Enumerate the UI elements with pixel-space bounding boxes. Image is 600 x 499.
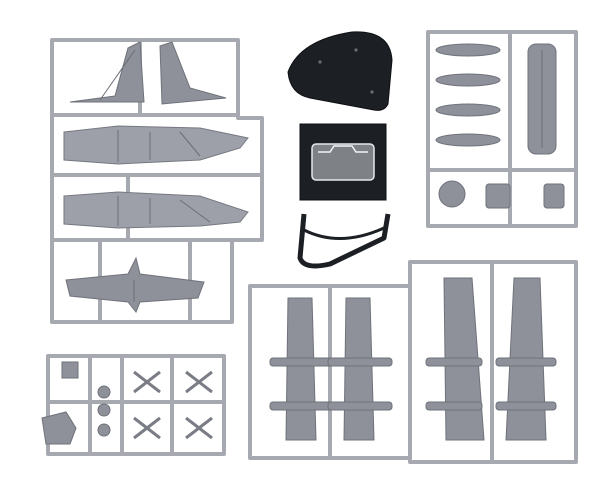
stand-support-arm bbox=[297, 213, 391, 269]
stand-support bbox=[297, 213, 391, 269]
outer-wing-panel-right bbox=[343, 297, 375, 441]
small-block-part bbox=[485, 183, 511, 209]
fuselage-bottom-panel-lines bbox=[117, 196, 211, 226]
small-round-part bbox=[438, 180, 466, 208]
small-part bbox=[61, 361, 79, 379]
wheel bbox=[97, 403, 111, 417]
stand-hole bbox=[354, 48, 358, 52]
sprue-d bbox=[248, 284, 412, 460]
display-base bbox=[287, 31, 393, 111]
sprue-c bbox=[41, 354, 226, 456]
wing-pylon bbox=[425, 401, 483, 411]
stand-hole bbox=[370, 90, 374, 94]
drop-tank bbox=[435, 73, 501, 87]
wing-pylon bbox=[425, 357, 483, 367]
wheel bbox=[97, 385, 111, 399]
nose-part bbox=[41, 411, 77, 445]
wing-pylon bbox=[269, 401, 335, 411]
vertical-fin-left bbox=[69, 41, 145, 103]
fin-panel-line bbox=[99, 49, 136, 101]
stand-support-brace bbox=[303, 226, 385, 240]
drop-tank bbox=[435, 43, 501, 57]
sprue-a-frame bbox=[50, 38, 264, 324]
fuselage-half-bottom bbox=[63, 191, 249, 229]
landing-gear-struts bbox=[133, 370, 213, 440]
sprue-b bbox=[426, 30, 578, 228]
canopy-clear-part bbox=[311, 143, 375, 181]
drop-tank bbox=[435, 103, 501, 117]
canopy-frame-line bbox=[318, 145, 368, 153]
outer-wing-panel-left bbox=[285, 297, 317, 441]
sprue-e-frame bbox=[408, 260, 578, 464]
vertical-fin-right bbox=[159, 41, 227, 105]
wing-piece bbox=[65, 256, 205, 313]
sprue-a bbox=[50, 38, 264, 324]
fuselage-top-panel-lines bbox=[117, 130, 201, 162]
wing-pylon bbox=[495, 401, 557, 411]
wing-pylon bbox=[327, 357, 393, 367]
fuselage-half-top bbox=[63, 125, 249, 165]
small-block-part bbox=[543, 183, 565, 209]
clear-parts bbox=[299, 123, 387, 201]
wing-pylon bbox=[495, 357, 557, 367]
shield-display-stand bbox=[287, 31, 393, 111]
sprue-c-gates bbox=[46, 354, 226, 456]
sprue-e bbox=[408, 260, 578, 464]
wing-pylon bbox=[269, 357, 335, 367]
wing-pylon bbox=[327, 401, 393, 411]
sprue-b-frame bbox=[426, 30, 578, 228]
stand-hole bbox=[318, 60, 322, 64]
drop-tank bbox=[435, 133, 501, 147]
wheel bbox=[97, 423, 111, 437]
